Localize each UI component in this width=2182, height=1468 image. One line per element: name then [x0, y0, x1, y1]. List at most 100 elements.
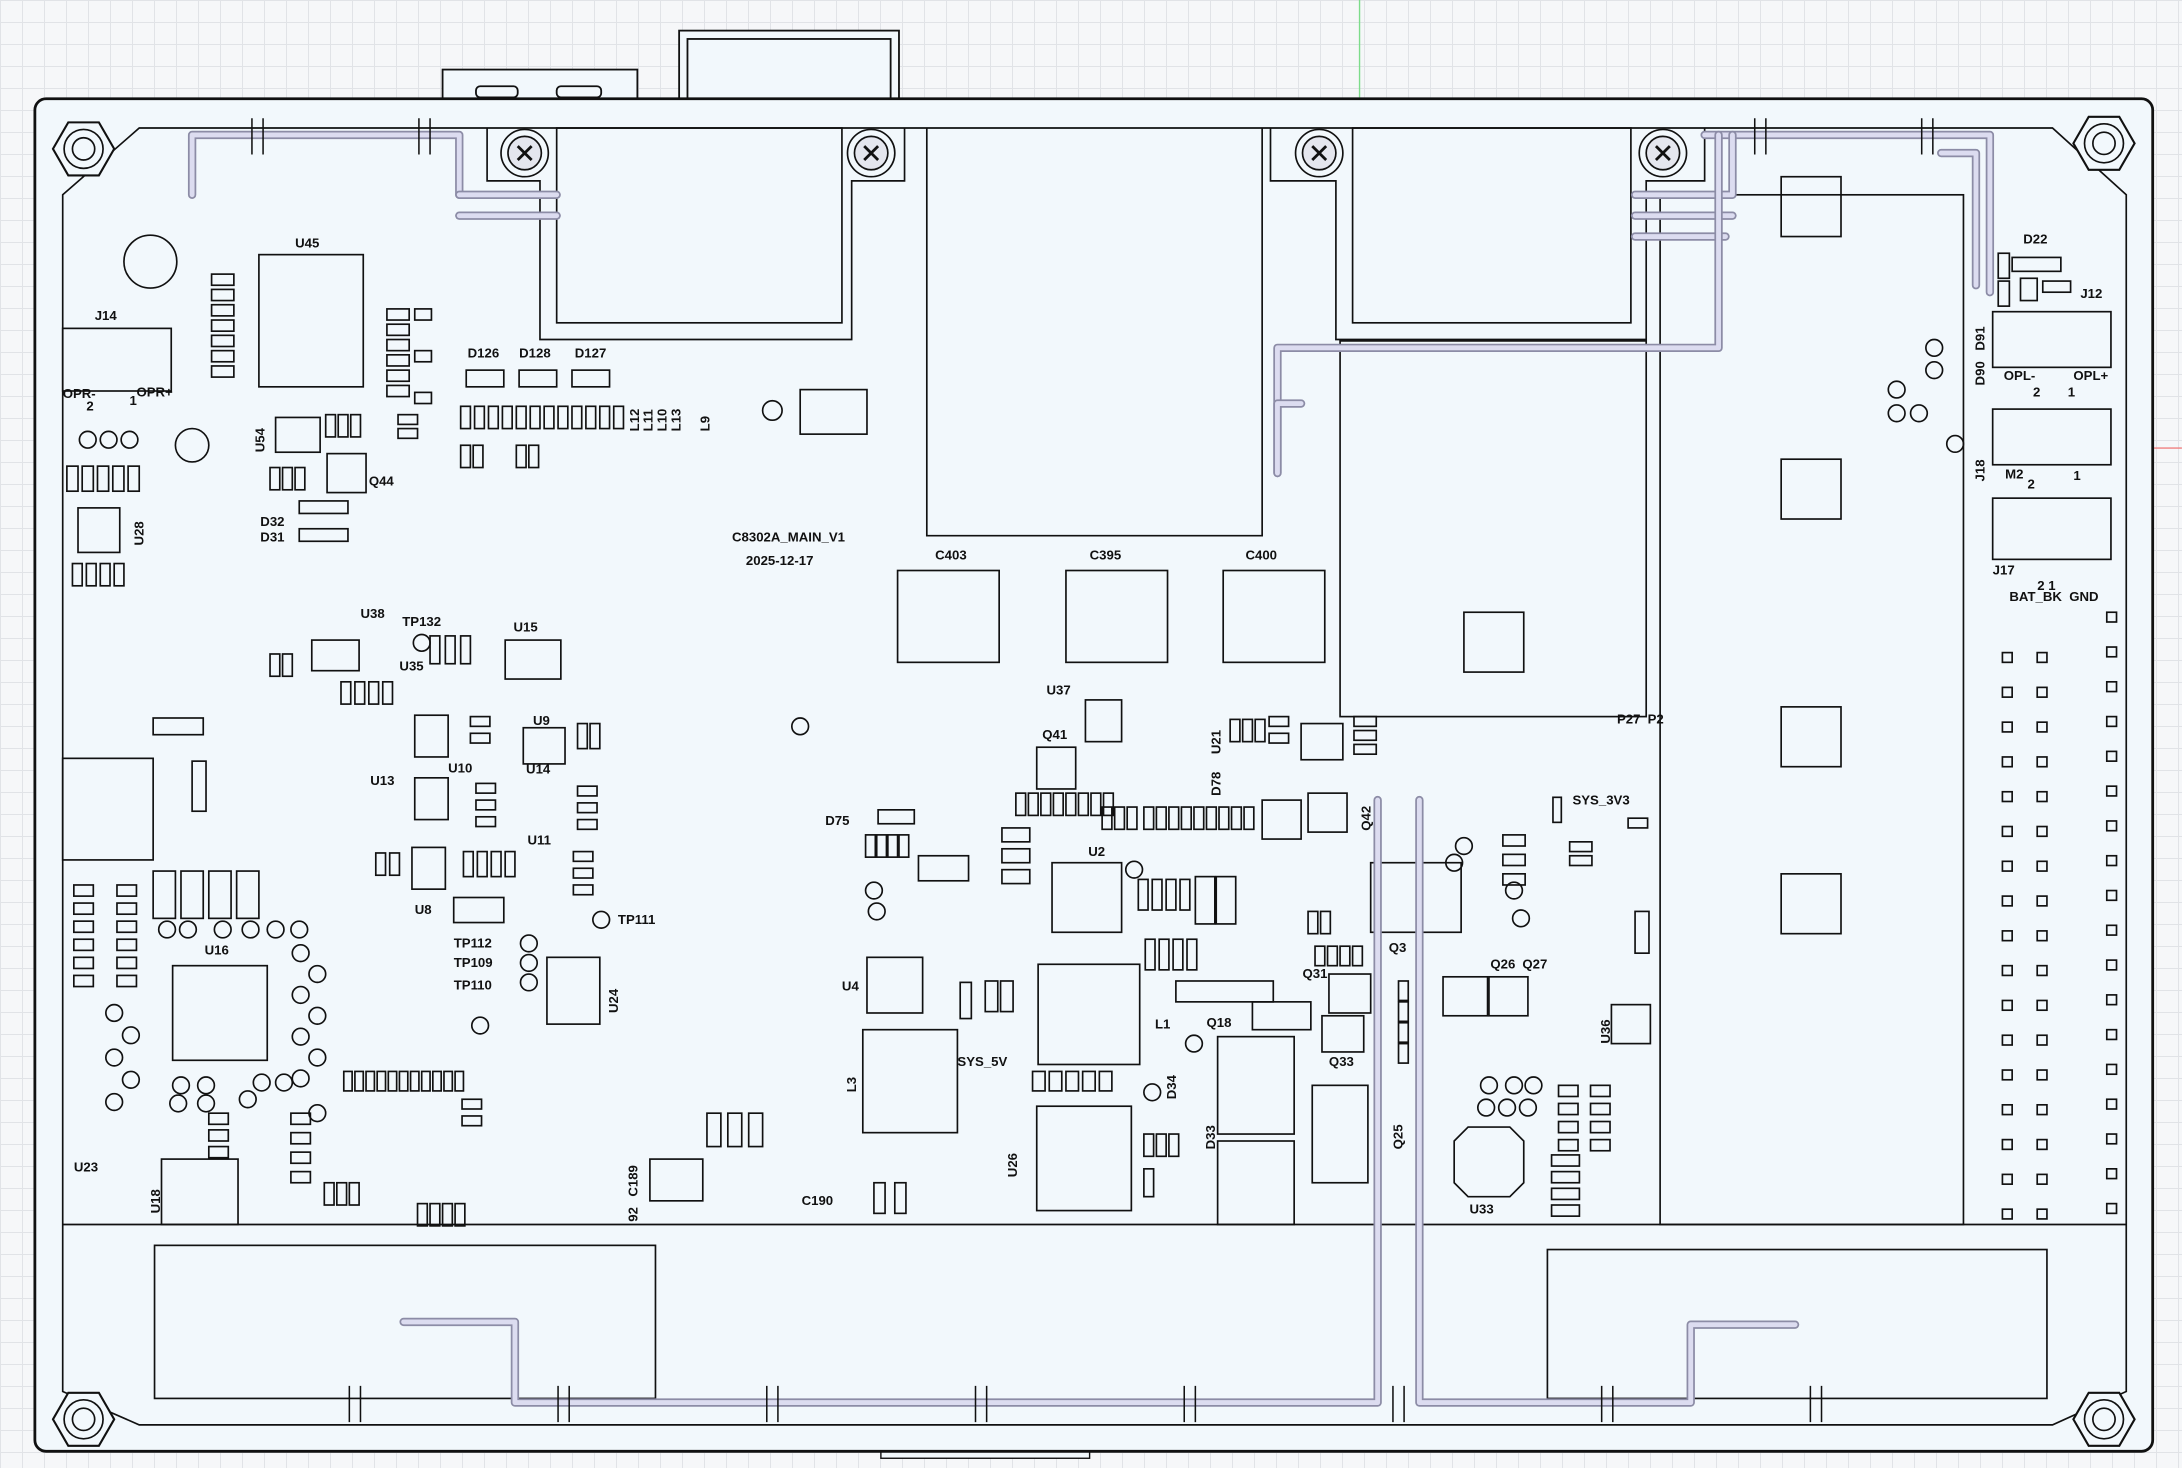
designator-label: 2 [86, 398, 93, 413]
smd-pad [294, 466, 306, 491]
smd-pad [1339, 945, 1351, 967]
screw-boss [1638, 128, 1688, 178]
smd-pad [706, 1112, 722, 1148]
smd-pad [397, 427, 419, 440]
smd-pad [472, 444, 484, 469]
smd-pad [459, 635, 472, 665]
smd-pad [1040, 792, 1052, 817]
smd-pad [462, 850, 475, 878]
smd-pad [73, 938, 95, 952]
smd-pad [1557, 1138, 1579, 1152]
bottom-right-cutout [1546, 1248, 2048, 1400]
designator-label: 2 [2027, 476, 2034, 491]
ic-package [917, 854, 970, 882]
mounting-hole-ring [2083, 1398, 2125, 1440]
smd-pad [475, 799, 497, 811]
smd-pad [335, 1181, 348, 1206]
smd-pad [1627, 817, 1649, 829]
smd-pad [598, 405, 611, 430]
smd-pad [210, 349, 235, 363]
smd-pad [726, 1112, 743, 1148]
smd-pad [180, 870, 205, 920]
header-pad [2105, 1098, 2118, 1110]
test-point [761, 399, 783, 422]
ic-package [649, 1158, 704, 1202]
smd-pad [1550, 1170, 1581, 1184]
smd-pad [1502, 834, 1526, 847]
smd-pad [589, 722, 601, 750]
test-point [178, 920, 198, 939]
test-point [266, 920, 285, 939]
designator-label: OPR- [63, 386, 96, 401]
ic-package [171, 964, 269, 1062]
screw-boss [846, 128, 896, 178]
mounting-hole-drill [2092, 1407, 2116, 1432]
test-point [121, 1026, 141, 1045]
designator-label: U2 [1088, 844, 1105, 859]
header-pad [2105, 1133, 2118, 1145]
smd-pad [1113, 806, 1126, 831]
smd-pad [1557, 1102, 1579, 1116]
test-point [1887, 380, 1906, 399]
ic-package [1035, 1105, 1133, 1212]
header-pad [2001, 756, 2013, 768]
smd-pad [269, 653, 281, 678]
ic-package [1175, 980, 1275, 1003]
smd-pad [73, 884, 95, 897]
designator-label: Q33 [1329, 1054, 1354, 1069]
smd-pad [501, 405, 513, 430]
test-point [1511, 909, 1531, 928]
smd-pad [1143, 1133, 1155, 1158]
smd-pad [365, 1070, 376, 1092]
smd-pad [1155, 1133, 1167, 1158]
header-pad [2036, 651, 2048, 664]
designator-label: J17 [1993, 563, 2015, 578]
smd-pad [413, 349, 433, 363]
smd-pad [281, 466, 294, 491]
header-pad [2105, 680, 2118, 693]
ic-package [504, 639, 562, 680]
header-pad [2036, 1138, 2048, 1151]
ic-package [1084, 699, 1123, 743]
test-point [1497, 1098, 1517, 1117]
designator-label: Q25 [1391, 1124, 1406, 1149]
designator-label: U11 [527, 833, 550, 848]
designator-label: U21 [1208, 730, 1223, 754]
smd-pad [1065, 1070, 1080, 1092]
header-pad [2036, 999, 2048, 1012]
smd-pad [1268, 715, 1290, 728]
smd-pad [1319, 910, 1332, 935]
designator-label: L13 [669, 409, 684, 432]
smd-pad [210, 288, 235, 302]
mounting-hole-drill [2092, 131, 2116, 156]
designator-label: J14 [95, 308, 118, 323]
designator-label: L10 [655, 409, 670, 432]
smd-pad [571, 405, 583, 430]
smd-pad [1568, 854, 1593, 867]
smd-pad [1552, 796, 1563, 824]
screw-boss [500, 128, 550, 178]
designator-label: TP109 [454, 955, 493, 970]
designator-label: 1 [2068, 385, 2075, 400]
screw-cross [863, 145, 880, 162]
smd-pad [1168, 1133, 1180, 1158]
test-point [238, 1090, 257, 1109]
designator-label: Q42 [1359, 806, 1374, 831]
smd-pad [432, 1070, 443, 1092]
smd-pad [73, 956, 95, 970]
designator-label: D90 [1972, 361, 1987, 385]
smd-pad [85, 562, 97, 587]
smd-pad [1186, 938, 1198, 971]
ic-package [310, 639, 360, 672]
smd-pad [576, 722, 589, 750]
designator-label: U14 [526, 762, 551, 777]
guide-rail [1702, 132, 1993, 295]
smd-pad [490, 850, 502, 878]
rail-clip [766, 1385, 779, 1423]
test-point [121, 1070, 141, 1089]
smd-pad [1205, 806, 1218, 831]
smd-pad [73, 920, 95, 934]
designator-label: 1 [2073, 468, 2080, 483]
ic-package [1780, 706, 1842, 768]
